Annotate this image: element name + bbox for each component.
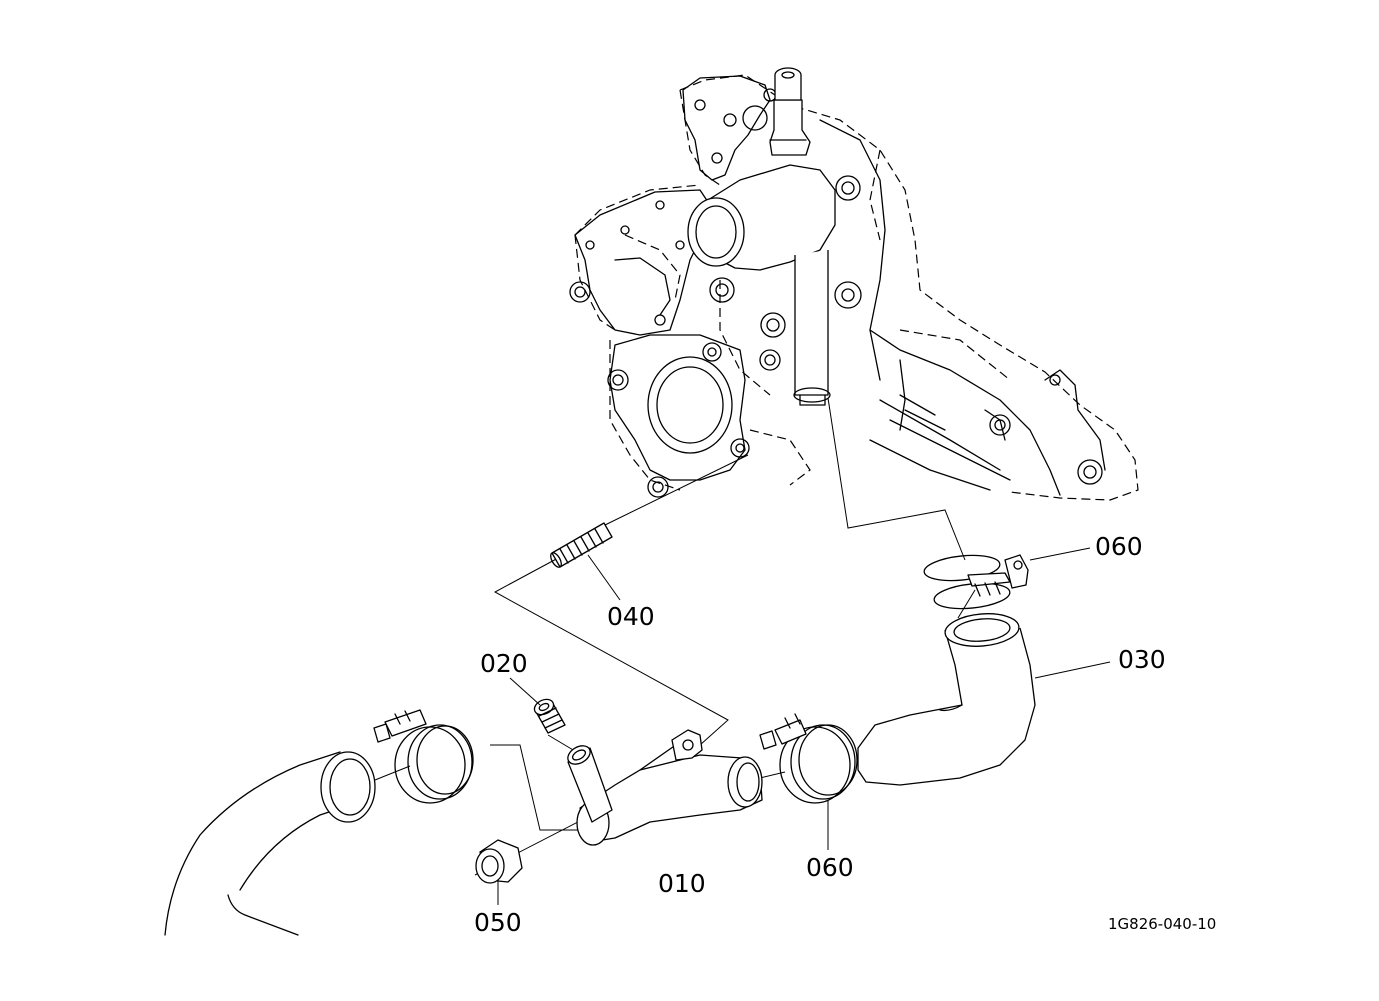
stud-part-040 — [550, 522, 621, 601]
left-clamp — [373, 709, 474, 804]
label-part-020: 020 — [480, 649, 528, 678]
diagram-reference-code: 1G826-040-10 — [1108, 915, 1216, 933]
label-part-040: 040 — [607, 602, 655, 631]
leader-020 — [509, 677, 541, 706]
leader-clamp-to-hose — [957, 589, 976, 619]
label-part-030: 030 — [1118, 645, 1166, 674]
label-part-050: 050 — [474, 908, 522, 937]
engine-housing — [569, 67, 1139, 501]
label-part-060-upper: 060 — [1095, 532, 1143, 561]
hose-part-030 — [857, 613, 1111, 786]
leader-stud-to-housing — [604, 454, 749, 526]
label-part-010: 010 — [658, 869, 706, 898]
leader-040 — [587, 554, 621, 601]
exploded-leader-lines — [374, 397, 976, 876]
leader-clamp-to-pipe — [490, 744, 580, 831]
leader-hose-to-clamp — [374, 765, 411, 781]
leader-housing-to-hose — [827, 397, 966, 561]
leader-stud-to-pipe — [493, 556, 729, 746]
plug-part-020 — [509, 677, 566, 734]
leader-030 — [1034, 661, 1111, 679]
leader-060-upper — [1029, 547, 1091, 561]
pipe-part-010 — [567, 729, 763, 846]
clamp-part-060-lower — [759, 713, 858, 850]
clamp-part-060-upper — [923, 547, 1091, 610]
label-part-060-lower: 060 — [806, 853, 854, 882]
cap-part-050 — [475, 839, 523, 905]
radiator-hose-left — [164, 751, 376, 936]
